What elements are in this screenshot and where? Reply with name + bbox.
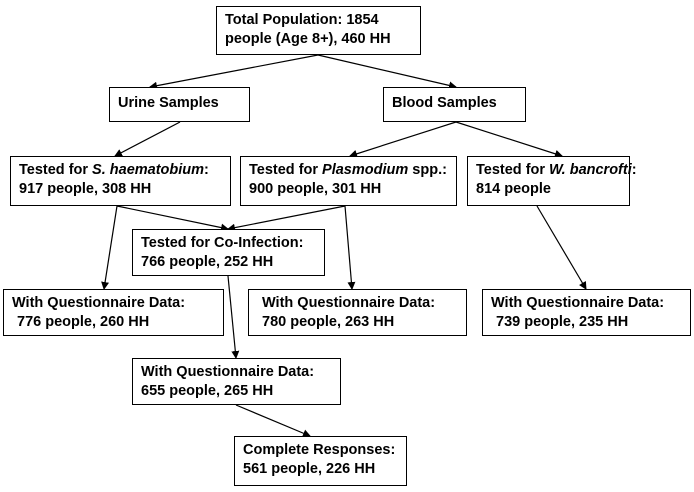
node-total-population-line2: people (Age 8+), 460 HH <box>225 31 391 47</box>
node-tested-plasmodium: Tested for Plasmodium spp.: 900 people, … <box>240 156 457 206</box>
node-coinf-counts: 766 people, 252 HH <box>141 254 274 270</box>
arrow-total-to-urine <box>149 54 319 90</box>
node-blood-samples-label: Blood Samples <box>392 95 497 111</box>
node-plas-prefix: Tested for <box>249 162 323 178</box>
node-coinf-label: Tested for Co-Infection: <box>141 235 304 251</box>
node-sh-species: S. haematobium <box>92 162 205 178</box>
node-sh-prefix: Tested for <box>19 162 93 178</box>
arrow-qcoinf-to-complete <box>235 404 311 437</box>
arrow-sh-to-coinf <box>116 205 229 232</box>
arrow-total-to-blood <box>317 54 457 90</box>
arrow-wb-to-qwb <box>536 205 587 290</box>
node-plas-counts: 900 people, 301 HH <box>249 181 382 197</box>
node-questionnaire-s-haematobium: With Questionnaire Data: 776 people, 260… <box>3 289 224 336</box>
node-sh-suffix: : <box>204 162 209 178</box>
node-wb-species: W. bancrofti <box>549 162 632 178</box>
arrow-blood-to-plas <box>349 121 457 158</box>
node-wb-counts: 814 people <box>476 181 551 197</box>
node-qwb-label: With Questionnaire Data: <box>491 295 665 311</box>
node-total-population: Total Population: 1854 people (Age 8+), … <box>216 6 421 55</box>
node-tested-s-haematobium: Tested for S. haematobium: 917 people, 3… <box>10 156 231 206</box>
node-qsh-counts: 776 people, 260 HH <box>17 314 150 330</box>
arrow-blood-to-wb <box>455 121 563 158</box>
node-urine-samples-label: Urine Samples <box>118 95 219 111</box>
node-complete-responses: Complete Responses: 561 people, 226 HH <box>234 436 407 486</box>
node-sh-counts: 917 people, 308 HH <box>19 181 152 197</box>
node-total-population-line1: Total Population: 1854 <box>225 12 379 28</box>
arrow-plas-to-qplas <box>344 205 356 290</box>
node-qcoinf-label: With Questionnaire Data: <box>141 364 315 380</box>
node-qcoinf-counts: 655 people, 265 HH <box>141 383 274 399</box>
node-qplas-label: With Questionnaire Data: <box>262 295 436 311</box>
node-questionnaire-co-infection: With Questionnaire Data: 655 people, 265… <box>132 358 341 405</box>
node-plas-genus: Plasmodium <box>322 162 409 178</box>
node-wb-prefix: Tested for <box>476 162 550 178</box>
node-tested-co-infection: Tested for Co-Infection: 766 people, 252… <box>132 229 325 276</box>
node-qplas-counts: 780 people, 263 HH <box>262 314 395 330</box>
node-tested-w-bancrofti: Tested for W. bancrofti: 814 people <box>467 156 637 206</box>
node-blood-samples: Blood Samples <box>383 87 526 122</box>
node-plas-suffix: spp.: <box>408 162 447 178</box>
arrow-sh-to-qsh <box>101 205 118 290</box>
node-questionnaire-plasmodium: With Questionnaire Data: 780 people, 263… <box>248 289 467 336</box>
node-qwb-counts: 739 people, 235 HH <box>496 314 629 330</box>
node-qsh-label: With Questionnaire Data: <box>12 295 186 311</box>
arrow-coinf-to-qcoinf <box>227 275 240 359</box>
node-complete-counts: 561 people, 226 HH <box>243 461 376 477</box>
arrow-urine-to-sh <box>114 121 181 157</box>
node-urine-samples: Urine Samples <box>109 87 250 122</box>
arrow-plas-to-coinf <box>227 205 346 232</box>
node-questionnaire-w-bancrofti: With Questionnaire Data: 739 people, 235… <box>482 289 691 336</box>
node-complete-label: Complete Responses: <box>243 442 396 458</box>
node-wb-suffix: : <box>631 162 637 178</box>
